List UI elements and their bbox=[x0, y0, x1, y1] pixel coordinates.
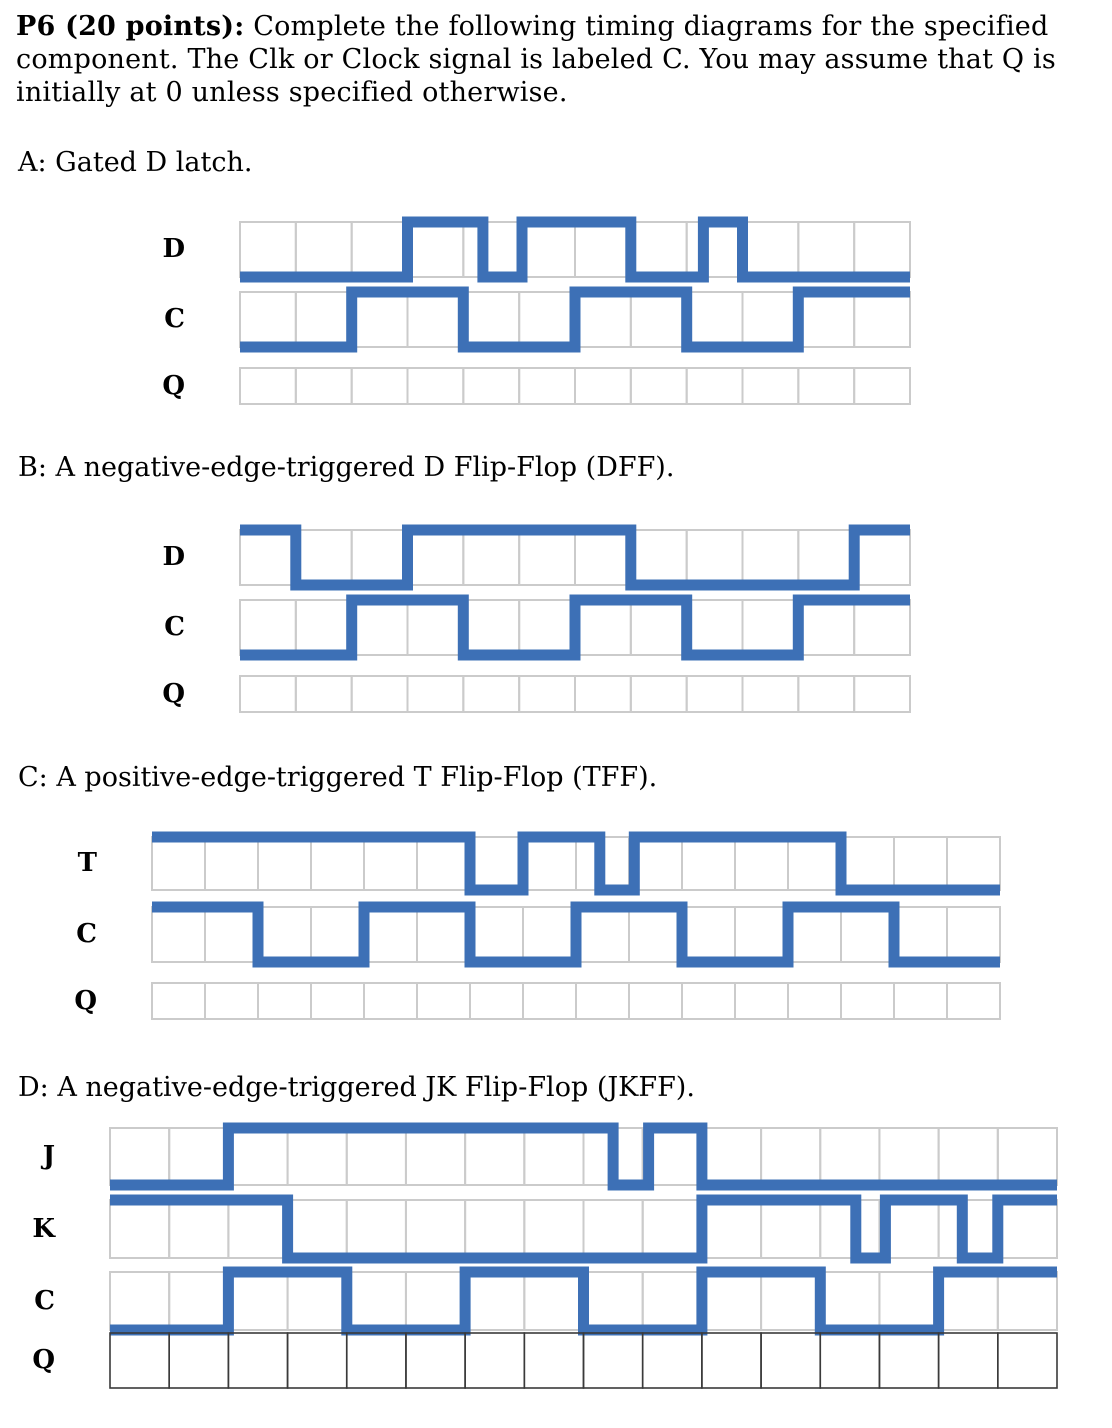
wave-B-C bbox=[240, 594, 910, 661]
signal-label-A-Q: Q bbox=[162, 371, 185, 401]
signal-label-D-Q: Q bbox=[32, 1345, 55, 1375]
grid-A-D bbox=[239, 221, 911, 278]
wave-B-D bbox=[240, 524, 910, 591]
signal-label-B-C: C bbox=[164, 612, 185, 642]
grid-D-Q bbox=[109, 1332, 1058, 1389]
wave-C-T bbox=[152, 831, 1000, 896]
grid-A-Q bbox=[239, 367, 911, 405]
wave-C-C bbox=[152, 901, 1000, 968]
section-C-heading: C: A positive-edge-triggered T Flip-Flop… bbox=[18, 762, 658, 793]
problem-text: Complete the following timing diagrams f… bbox=[16, 11, 1056, 109]
wave-D-K bbox=[110, 1194, 1057, 1264]
grid-B-Q bbox=[239, 675, 911, 713]
wave-A-C bbox=[240, 286, 910, 353]
signal-label-C-C: C bbox=[76, 919, 97, 949]
signal-label-D-K: K bbox=[32, 1214, 55, 1244]
grid-D-K bbox=[109, 1199, 1058, 1259]
signal-label-D-J: J bbox=[42, 1141, 55, 1171]
grid-D-J bbox=[109, 1127, 1058, 1186]
problem-number: P6 (20 points): bbox=[16, 11, 245, 42]
wave-D-J bbox=[110, 1122, 1057, 1191]
grid-C-T bbox=[151, 836, 1001, 891]
signal-label-D-C: C bbox=[34, 1286, 55, 1316]
signal-label-B-D: D bbox=[162, 542, 185, 572]
signal-label-C-T: T bbox=[77, 848, 97, 878]
section-B-heading: B: A negative-edge-triggered D Flip-Flop… bbox=[18, 452, 675, 483]
section-D-heading: D: A negative-edge-triggered JK Flip-Flo… bbox=[18, 1072, 695, 1103]
grid-C-Q bbox=[151, 982, 1001, 1020]
signal-label-C-Q: Q bbox=[74, 986, 97, 1016]
signal-label-B-Q: Q bbox=[162, 679, 185, 709]
wave-A-D bbox=[240, 216, 910, 283]
section-A-heading: A: Gated D latch. bbox=[18, 147, 253, 178]
problem-statement: P6 (20 points): Complete the following t… bbox=[16, 10, 1100, 110]
grid-B-D bbox=[239, 529, 911, 586]
signal-label-A-C: C bbox=[164, 304, 185, 334]
signal-label-A-D: D bbox=[162, 234, 185, 264]
wave-D-C bbox=[110, 1266, 1057, 1336]
